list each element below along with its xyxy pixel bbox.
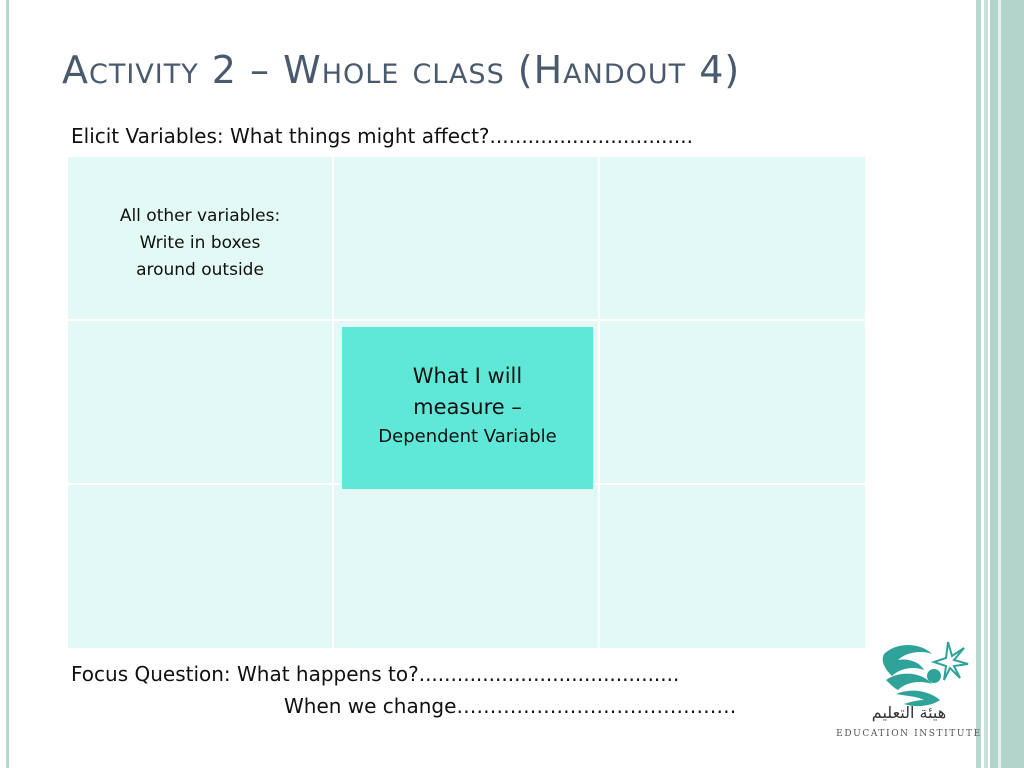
- grid-cell-middle-left[interactable]: [68, 321, 334, 485]
- right-decorative-stripes: [976, 0, 1024, 768]
- focus-question: Focus Question: What happens to?........…: [71, 662, 680, 686]
- left-border-line: [6, 0, 9, 768]
- dependent-variable-box[interactable]: What I will measure – Dependent Variable: [342, 327, 593, 489]
- instruction-line: All other variables:: [119, 206, 281, 226]
- when-we-change-line: When we change……………………………………: [284, 694, 737, 718]
- grid-cell-top-middle[interactable]: [334, 157, 600, 321]
- grid-cell-top-left[interactable]: All other variables: Write in boxes arou…: [68, 157, 334, 321]
- instruction-note: All other variables: Write in boxes arou…: [68, 203, 332, 284]
- grid-cell-bottom-right[interactable]: [600, 485, 867, 650]
- grid-cell-top-right[interactable]: [600, 157, 867, 321]
- logo-english-text: EDUCATION INSTITUTE: [836, 729, 982, 739]
- instruction-line: around outside: [136, 260, 264, 280]
- dependent-variable-line2: measure –: [413, 395, 522, 419]
- grid-cell-middle-right[interactable]: [600, 321, 867, 485]
- grid-cell-bottom-left[interactable]: [68, 485, 334, 650]
- dependent-variable-line3: Dependent Variable: [378, 426, 557, 447]
- instruction-line: Write in boxes: [139, 233, 261, 253]
- slide-title: Activity 2 – Whole class (Handout 4): [62, 48, 741, 92]
- grid-cell-bottom-middle[interactable]: [334, 485, 600, 650]
- logo-arabic-text: هيئة التعليم: [871, 703, 947, 722]
- education-institute-logo-icon: [882, 641, 969, 707]
- dependent-variable-line1: What I will: [412, 364, 523, 388]
- elicit-variables-prompt: Elicit Variables: What things might affe…: [71, 124, 693, 148]
